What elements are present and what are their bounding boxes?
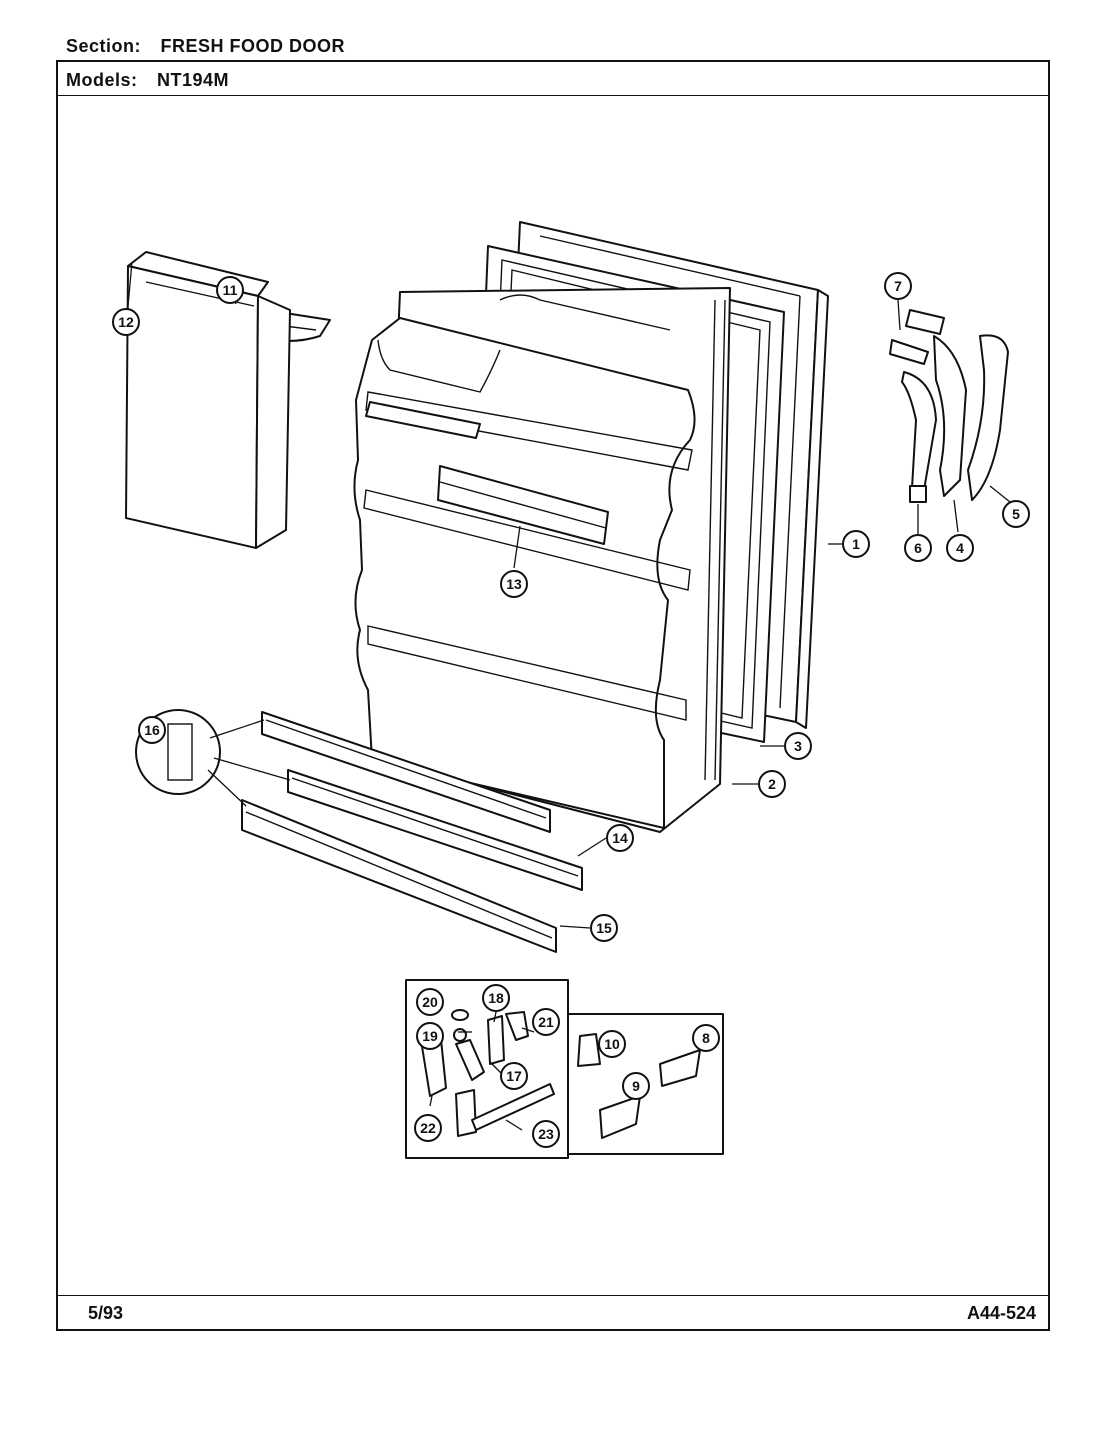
callout-2-label: 2: [768, 776, 776, 792]
section-value: FRESH FOOD DOOR: [160, 36, 346, 56]
callout-3: 3: [784, 732, 812, 760]
callout-11: 11: [216, 276, 244, 304]
callout-13: 13: [500, 570, 528, 598]
callout-8: 8: [692, 1024, 720, 1052]
callout-23-label: 23: [538, 1126, 554, 1142]
callout-4-label: 4: [956, 540, 964, 556]
diagram-frame: [56, 60, 1050, 1331]
callout-14: 14: [606, 824, 634, 852]
shelf-rail-middle: [287, 769, 583, 891]
section-heading: Section: FRESH FOOD DOOR: [66, 36, 345, 57]
callout-7-label: 7: [894, 278, 902, 294]
section-label: Section:: [66, 36, 142, 56]
callout-15-label: 15: [596, 920, 612, 936]
callout-1-label: 1: [852, 536, 860, 552]
callout-18-label: 18: [488, 990, 504, 1006]
callout-23: 23: [532, 1120, 560, 1148]
callout-22-label: 22: [420, 1120, 436, 1136]
callout-6: 6: [904, 534, 932, 562]
callout-15: 15: [590, 914, 618, 942]
callout-21: 21: [532, 1008, 560, 1036]
models-heading: Models: NT194M: [66, 70, 229, 91]
callout-1: 1: [842, 530, 870, 558]
models-value: NT194M: [157, 70, 230, 90]
door-liner: [353, 294, 696, 829]
shelf-rail-lower: [241, 799, 557, 953]
callout-2: 2: [758, 770, 786, 798]
callout-5-label: 5: [1012, 506, 1020, 522]
callout-17: 17: [500, 1062, 528, 1090]
callout-20-label: 20: [422, 994, 438, 1010]
callout-16-label: 16: [144, 722, 160, 738]
callout-12: 12: [112, 308, 140, 336]
callout-22: 22: [414, 1114, 442, 1142]
callout-16: 16: [138, 716, 166, 744]
callout-18: 18: [482, 984, 510, 1012]
callout-6-label: 6: [914, 540, 922, 556]
callout-9-label: 9: [632, 1078, 640, 1094]
diagram-code: A44-524: [966, 1303, 1036, 1323]
callout-10: 10: [598, 1030, 626, 1058]
callout-21-label: 21: [538, 1014, 554, 1030]
models-label: Models:: [66, 70, 138, 90]
callout-20: 20: [416, 988, 444, 1016]
callout-13-label: 13: [506, 576, 522, 592]
top-hinge-parts: [889, 309, 1009, 503]
footer-divider: [56, 1295, 1050, 1296]
dairy-compartment: [125, 251, 291, 549]
callout-11-label: 11: [223, 282, 238, 298]
shelf-rail-upper: [261, 711, 551, 833]
callout-9: 9: [622, 1072, 650, 1100]
callout-10-label: 10: [604, 1036, 620, 1052]
revision-date: 5/93: [88, 1303, 124, 1323]
callout-19-label: 19: [422, 1028, 438, 1044]
callout-17-label: 17: [506, 1068, 522, 1084]
callout-4: 4: [946, 534, 974, 562]
header-divider: [56, 95, 1050, 96]
callout-3-label: 3: [794, 738, 802, 754]
callout-14-label: 14: [612, 830, 628, 846]
callout-8-label: 8: [702, 1030, 710, 1046]
callout-19: 19: [416, 1022, 444, 1050]
callout-5: 5: [1002, 500, 1030, 528]
callout-12-label: 12: [118, 314, 134, 330]
callout-7: 7: [884, 272, 912, 300]
